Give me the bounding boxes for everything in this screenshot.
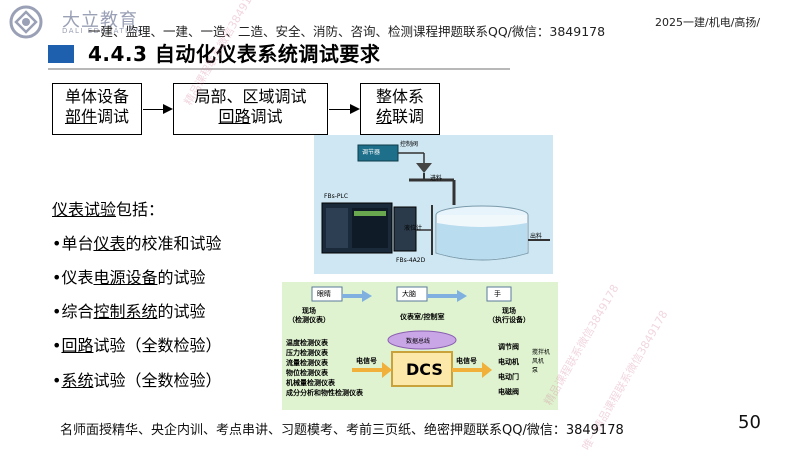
plc-label-valve: 控制阀 xyxy=(400,141,419,148)
dcs-label-brain: 大脑 xyxy=(402,290,416,298)
title-accent-bar xyxy=(48,45,74,63)
list-heading-rest: 包括： xyxy=(116,200,165,219)
flow-underlined-text: 统 xyxy=(375,107,392,126)
dcs-center-label: DCS xyxy=(406,360,443,379)
list-item-text: 的校准和试验 xyxy=(125,234,222,253)
page-number: 50 xyxy=(738,412,761,433)
flow-box-text: 回路调试 xyxy=(174,107,327,127)
dcs-left-item: 温度检测仪表 xyxy=(286,339,328,347)
list-item-text: •综合 xyxy=(52,302,94,321)
list-heading: 仪表试验包括： xyxy=(52,196,164,220)
flow-box-text: 单体设备 xyxy=(64,87,129,106)
dcs-left-item: 成分分析和物性检测仪表 xyxy=(286,389,363,397)
dcs-label-field-left-sub: （检测仪表） xyxy=(288,316,330,324)
slide-title: 4.4.3 自动化仪表系统调试要求 xyxy=(88,42,381,66)
dcs-right-item: 电磁阀 xyxy=(498,388,519,396)
list-item-underlined: 系统 xyxy=(61,371,94,390)
plc-label-outlet: 出料 xyxy=(530,233,543,240)
list-heading-underlined: 仪表试验 xyxy=(52,200,117,219)
dcs-label-field-right: 现场 xyxy=(502,307,516,315)
logo-subtext: DALI EDUCATION xyxy=(62,27,143,35)
dcs-label-center: 仪表室/控制室 xyxy=(400,313,445,321)
list-item-text: 试验（全数检验） xyxy=(93,336,222,355)
flow-arrow xyxy=(329,104,360,114)
dcs-left-item: 流量检测仪表 xyxy=(286,359,328,367)
title-divider xyxy=(48,68,510,70)
dcs-right-item: 电动门 xyxy=(498,373,519,381)
list-item-text: 试验（全数检验） xyxy=(93,371,222,390)
dcs-label-field-right-sub: （执行设备） xyxy=(488,316,530,324)
flow-box-unit-debug: 单体设备 部件调试 xyxy=(52,83,142,135)
list-item-text: 的试验 xyxy=(157,302,206,321)
list-item-underlined: 电源设备 xyxy=(93,268,158,287)
flow-box-text: 部件调试 xyxy=(53,107,141,127)
logo-text: 大立教育 xyxy=(62,10,138,31)
dcs-left-list: 温度检测仪表 压力检测仪表 流量检测仪表 物位检测仪表 机械量检测仪表 成分分析… xyxy=(286,338,363,398)
logo-icon xyxy=(9,5,43,39)
list-item-text: • xyxy=(52,336,62,355)
dcs-cloud-label: 数据总线 xyxy=(406,338,431,345)
dcs-left-item: 压力检测仪表 xyxy=(286,349,328,357)
dcs-system-diagram: 眼睛 大脑 手 现场 （检测仪表） 仪表室/控制室 现场 （执行设备） 温度检测… xyxy=(282,282,558,410)
dcs-right-list: 调节阀 电动机 电动门 电磁阀 xyxy=(498,340,519,400)
list-item: •系统试验（全数检验） xyxy=(52,367,221,391)
dcs-extra-item: 搅拌机 xyxy=(532,349,551,356)
list-item-text: •单台 xyxy=(52,234,94,253)
list-item-underlined: 控制系统 xyxy=(93,302,158,321)
dcs-signal-left: 电信号 xyxy=(356,357,377,365)
top-banner: 一建、监理、一建、一造、二造、安全、消防、咨询、检测课程押题联系QQ/微信：38… xyxy=(88,24,606,39)
flow-underlined-text: 部件 xyxy=(64,107,97,126)
flow-box-text: 整体系 xyxy=(375,87,424,106)
course-tag: 2025一建/机电/高扬/ xyxy=(655,16,761,29)
list-item: •回路试验（全数检验） xyxy=(52,332,221,356)
dcs-right-item: 电动机 xyxy=(498,358,519,366)
list-item-text: • xyxy=(52,371,62,390)
plc-diagram-svg xyxy=(321,144,550,261)
list-item: •综合控制系统的试验 xyxy=(52,298,205,322)
dcs-extra-item: 风机 xyxy=(532,358,545,365)
dcs-right-extra: 搅拌机 风机 泵 xyxy=(532,348,550,375)
list-item-text: •仪表 xyxy=(52,268,94,287)
flow-box-system-debug: 整体系 统联调 xyxy=(360,83,440,135)
dcs-label-hand: 手 xyxy=(494,290,501,298)
dcs-left-item: 物位检测仪表 xyxy=(286,369,328,377)
flow-text: 调试 xyxy=(97,107,130,126)
list-item: •仪表电源设备的试验 xyxy=(52,264,205,288)
flow-box-text: 局部、区域调试 xyxy=(194,87,307,106)
dcs-extra-item: 泵 xyxy=(532,367,539,374)
dcs-signal-right: 电信号 xyxy=(456,357,477,365)
footer-text: 名师面授精华、央企内训、考点串讲、习题模考、考前三页纸、绝密押题联系QQ/微信：… xyxy=(60,423,624,438)
flow-underlined-text: 回路 xyxy=(218,107,251,126)
list-item-underlined: 回路 xyxy=(61,336,94,355)
plc-tank-illustration: 调节器 控制阀 进料 FBs-PLC 液位计 FBs-4A2D 出料 xyxy=(314,135,553,274)
list-item-underlined: 仪表 xyxy=(93,234,126,253)
dcs-label-eye: 眼睛 xyxy=(317,290,331,298)
plc-label-module: FBs-4A2D xyxy=(396,257,426,264)
dcs-left-item: 机械量检测仪表 xyxy=(286,379,335,387)
flow-text: 联调 xyxy=(392,107,425,126)
dcs-right-item: 调节阀 xyxy=(498,343,519,351)
list-item: •单台仪表的校准和试验 xyxy=(52,230,221,254)
plc-label-plc: FBs-PLC xyxy=(324,193,349,200)
flow-box-loop-debug: 局部、区域调试 回路调试 xyxy=(173,83,328,135)
flow-arrow xyxy=(143,104,173,114)
dcs-label-field-left: 现场 xyxy=(302,307,316,315)
dcs-diagram-svg xyxy=(311,286,512,387)
plc-label-inlet: 进料 xyxy=(430,175,443,182)
plc-label-level: 液位计 xyxy=(404,225,423,232)
flow-box-text: 统联调 xyxy=(361,107,439,127)
list-item-text: 的试验 xyxy=(157,268,206,287)
plc-label-controller: 调节器 xyxy=(362,149,381,156)
flow-text: 调试 xyxy=(250,107,283,126)
